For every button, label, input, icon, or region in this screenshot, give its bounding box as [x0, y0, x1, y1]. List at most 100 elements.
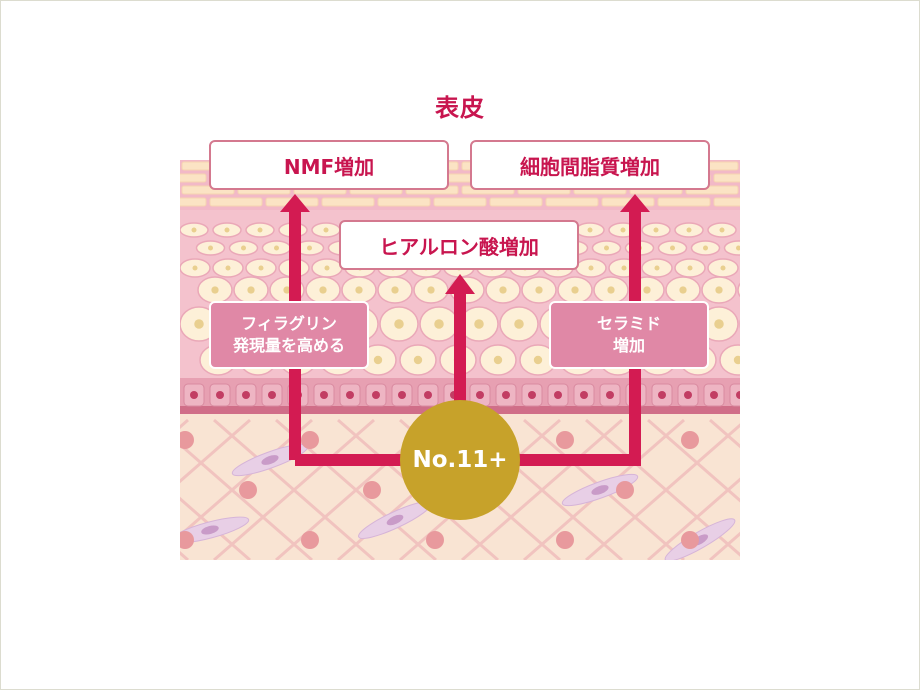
- basal-nucleus: [528, 391, 536, 399]
- collagen-fiber: [709, 531, 740, 560]
- cell-nucleus: [247, 286, 255, 294]
- cell-nucleus: [191, 227, 197, 233]
- corneum-brick: [433, 197, 487, 207]
- ceramide-label-line2: 増加: [612, 336, 645, 355]
- collagen-fiber: [647, 477, 740, 560]
- keratinocyte: [719, 344, 740, 376]
- basal-nucleus: [398, 391, 406, 399]
- basal-nucleus: [554, 391, 562, 399]
- cell-nucleus: [434, 319, 444, 329]
- basal-nucleus: [424, 391, 432, 399]
- corneum-brick: [180, 197, 207, 207]
- cell-nucleus: [319, 286, 327, 294]
- cell-nucleus: [307, 245, 312, 251]
- basal-nucleus: [372, 391, 380, 399]
- diagram-title: 表皮: [435, 94, 485, 122]
- hyaluronic-increase-box: ヒアルロン酸増加: [339, 220, 579, 270]
- cell-nucleus: [736, 245, 740, 251]
- cell-nucleus: [514, 319, 524, 329]
- basal-nucleus: [242, 391, 250, 399]
- dermis-node: [363, 481, 381, 499]
- no11-label: No.11+: [412, 447, 508, 473]
- arrowhead-hyaluronic: [445, 274, 475, 294]
- dermis-node: [681, 531, 699, 549]
- basal-nucleus: [580, 391, 588, 399]
- cell-nucleus: [258, 265, 264, 271]
- dermis-node: [556, 531, 574, 549]
- cell-nucleus: [571, 286, 579, 294]
- basal-nucleus: [190, 391, 198, 399]
- cell-nucleus: [621, 265, 627, 271]
- cell-nucleus: [703, 245, 708, 251]
- corneum-brick: [545, 197, 599, 207]
- collagen-fiber: [213, 418, 375, 560]
- basal-nucleus: [476, 391, 484, 399]
- cell-nucleus: [654, 265, 660, 271]
- basal-nucleus: [268, 391, 276, 399]
- dermis-node: [426, 531, 444, 549]
- cell-nucleus: [607, 286, 615, 294]
- cell-nucleus: [720, 265, 726, 271]
- cell-nucleus: [413, 355, 423, 365]
- cell-nucleus: [604, 245, 609, 251]
- dermis-node: [180, 431, 194, 449]
- collagen-fiber: [180, 418, 313, 538]
- cell-nucleus: [224, 227, 230, 233]
- basal-cells: [183, 383, 740, 407]
- corneum-brick: [377, 197, 431, 207]
- corneum-brick: [657, 197, 711, 207]
- basal-nucleus: [684, 391, 692, 399]
- corneum-brick: [321, 197, 375, 207]
- ceramide-label-line1: セラミド: [596, 314, 661, 333]
- cell-nucleus: [241, 245, 246, 251]
- cell-nucleus: [208, 245, 213, 251]
- arrowhead-nmf: [280, 194, 310, 212]
- cell-nucleus: [588, 265, 594, 271]
- cell-nucleus: [427, 286, 435, 294]
- nmf-increase-box: NMF増加: [209, 140, 449, 190]
- cell-nucleus: [194, 319, 204, 329]
- cell-nucleus: [714, 319, 724, 329]
- cell-nucleus: [283, 286, 291, 294]
- basal-nucleus: [736, 391, 740, 399]
- corneum-brick: [713, 197, 740, 207]
- basal-nucleus: [606, 391, 614, 399]
- collagen-fiber: [461, 418, 623, 560]
- arrowhead-lipid: [620, 194, 650, 212]
- cell-nucleus: [620, 227, 626, 233]
- dermis-node: [616, 481, 634, 499]
- hyaluronic-increase-label: ヒアルロン酸増加: [379, 234, 539, 259]
- fibroblast-nucleus: [386, 514, 404, 526]
- lipid-increase-box: 細胞間脂質増加: [470, 140, 710, 190]
- cell-nucleus: [474, 319, 484, 329]
- basal-nucleus: [710, 391, 718, 399]
- cell-nucleus: [323, 227, 329, 233]
- filaggrin-label-line1: フィラグリン: [241, 314, 337, 333]
- collagen-fiber: [585, 423, 740, 560]
- cell-nucleus: [643, 286, 651, 294]
- keratinocyte: [723, 240, 740, 256]
- corneum-brick: [180, 173, 207, 183]
- fibroblast-nucleus: [261, 455, 279, 465]
- nmf-increase-label: NMF増加: [283, 154, 375, 179]
- cell-nucleus: [653, 227, 659, 233]
- dermis-node: [301, 431, 319, 449]
- cell-nucleus: [587, 227, 593, 233]
- cell-nucleus: [686, 227, 692, 233]
- cell-nucleus: [225, 265, 231, 271]
- lipid-increase-label: 細胞間脂質増加: [520, 154, 660, 179]
- dermis-node: [556, 431, 574, 449]
- cell-nucleus: [394, 319, 404, 329]
- basal-nucleus: [658, 391, 666, 399]
- corneum-brick: [209, 197, 263, 207]
- corneum-brick: [489, 197, 543, 207]
- cell-nucleus: [391, 286, 399, 294]
- cell-nucleus: [679, 286, 687, 294]
- dermis-node: [180, 531, 194, 549]
- basal-nucleus: [502, 391, 510, 399]
- cell-nucleus: [533, 355, 543, 365]
- basal-nucleus: [216, 391, 224, 399]
- fibroblast-nucleus: [201, 525, 219, 535]
- basal-cell: [729, 383, 740, 407]
- cell-nucleus: [535, 286, 543, 294]
